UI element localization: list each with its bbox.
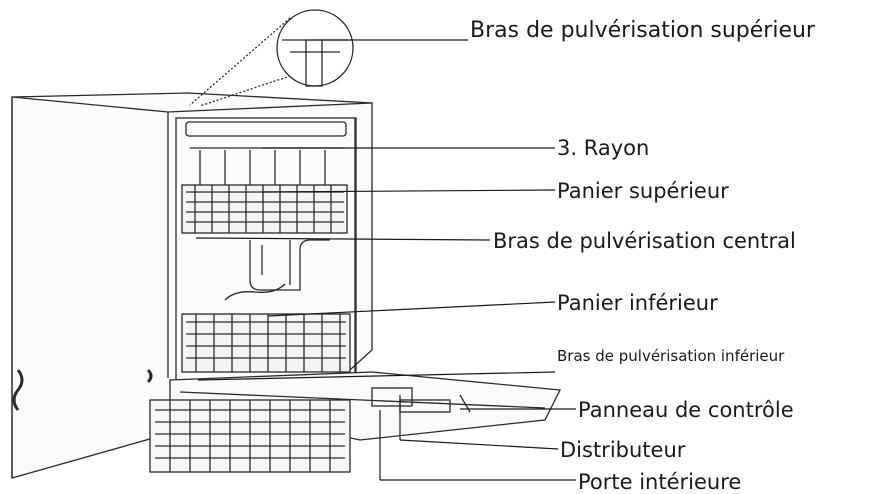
label-control-panel: Panneau de contrôle: [578, 398, 794, 422]
label-lower-spray-arm: Bras de pulvérisation inférieur: [557, 347, 785, 365]
label-upper-basket: Panier supérieur: [557, 179, 729, 203]
leader-lines: [195, 39, 576, 481]
label-lower-basket: Panier inférieur: [557, 291, 718, 315]
lower-basket-shape: [181, 313, 351, 373]
water-pipe-shape: [224, 239, 330, 301]
base-shape: [149, 399, 351, 473]
label-upper-spray-arm: Bras de pulvérisation supérieur: [470, 18, 815, 43]
label-central-spray-arm: Bras de pulvérisation central: [493, 229, 796, 253]
open-door-shape: [169, 371, 562, 441]
label-dispenser: Distributeur: [560, 438, 686, 462]
label-rack-3: 3. Rayon: [557, 136, 650, 160]
label-inner-door: Porte intérieure: [578, 470, 742, 494]
spray-arm-zoom-callout: [189, 9, 354, 107]
upper-basket-shape: [181, 184, 348, 234]
